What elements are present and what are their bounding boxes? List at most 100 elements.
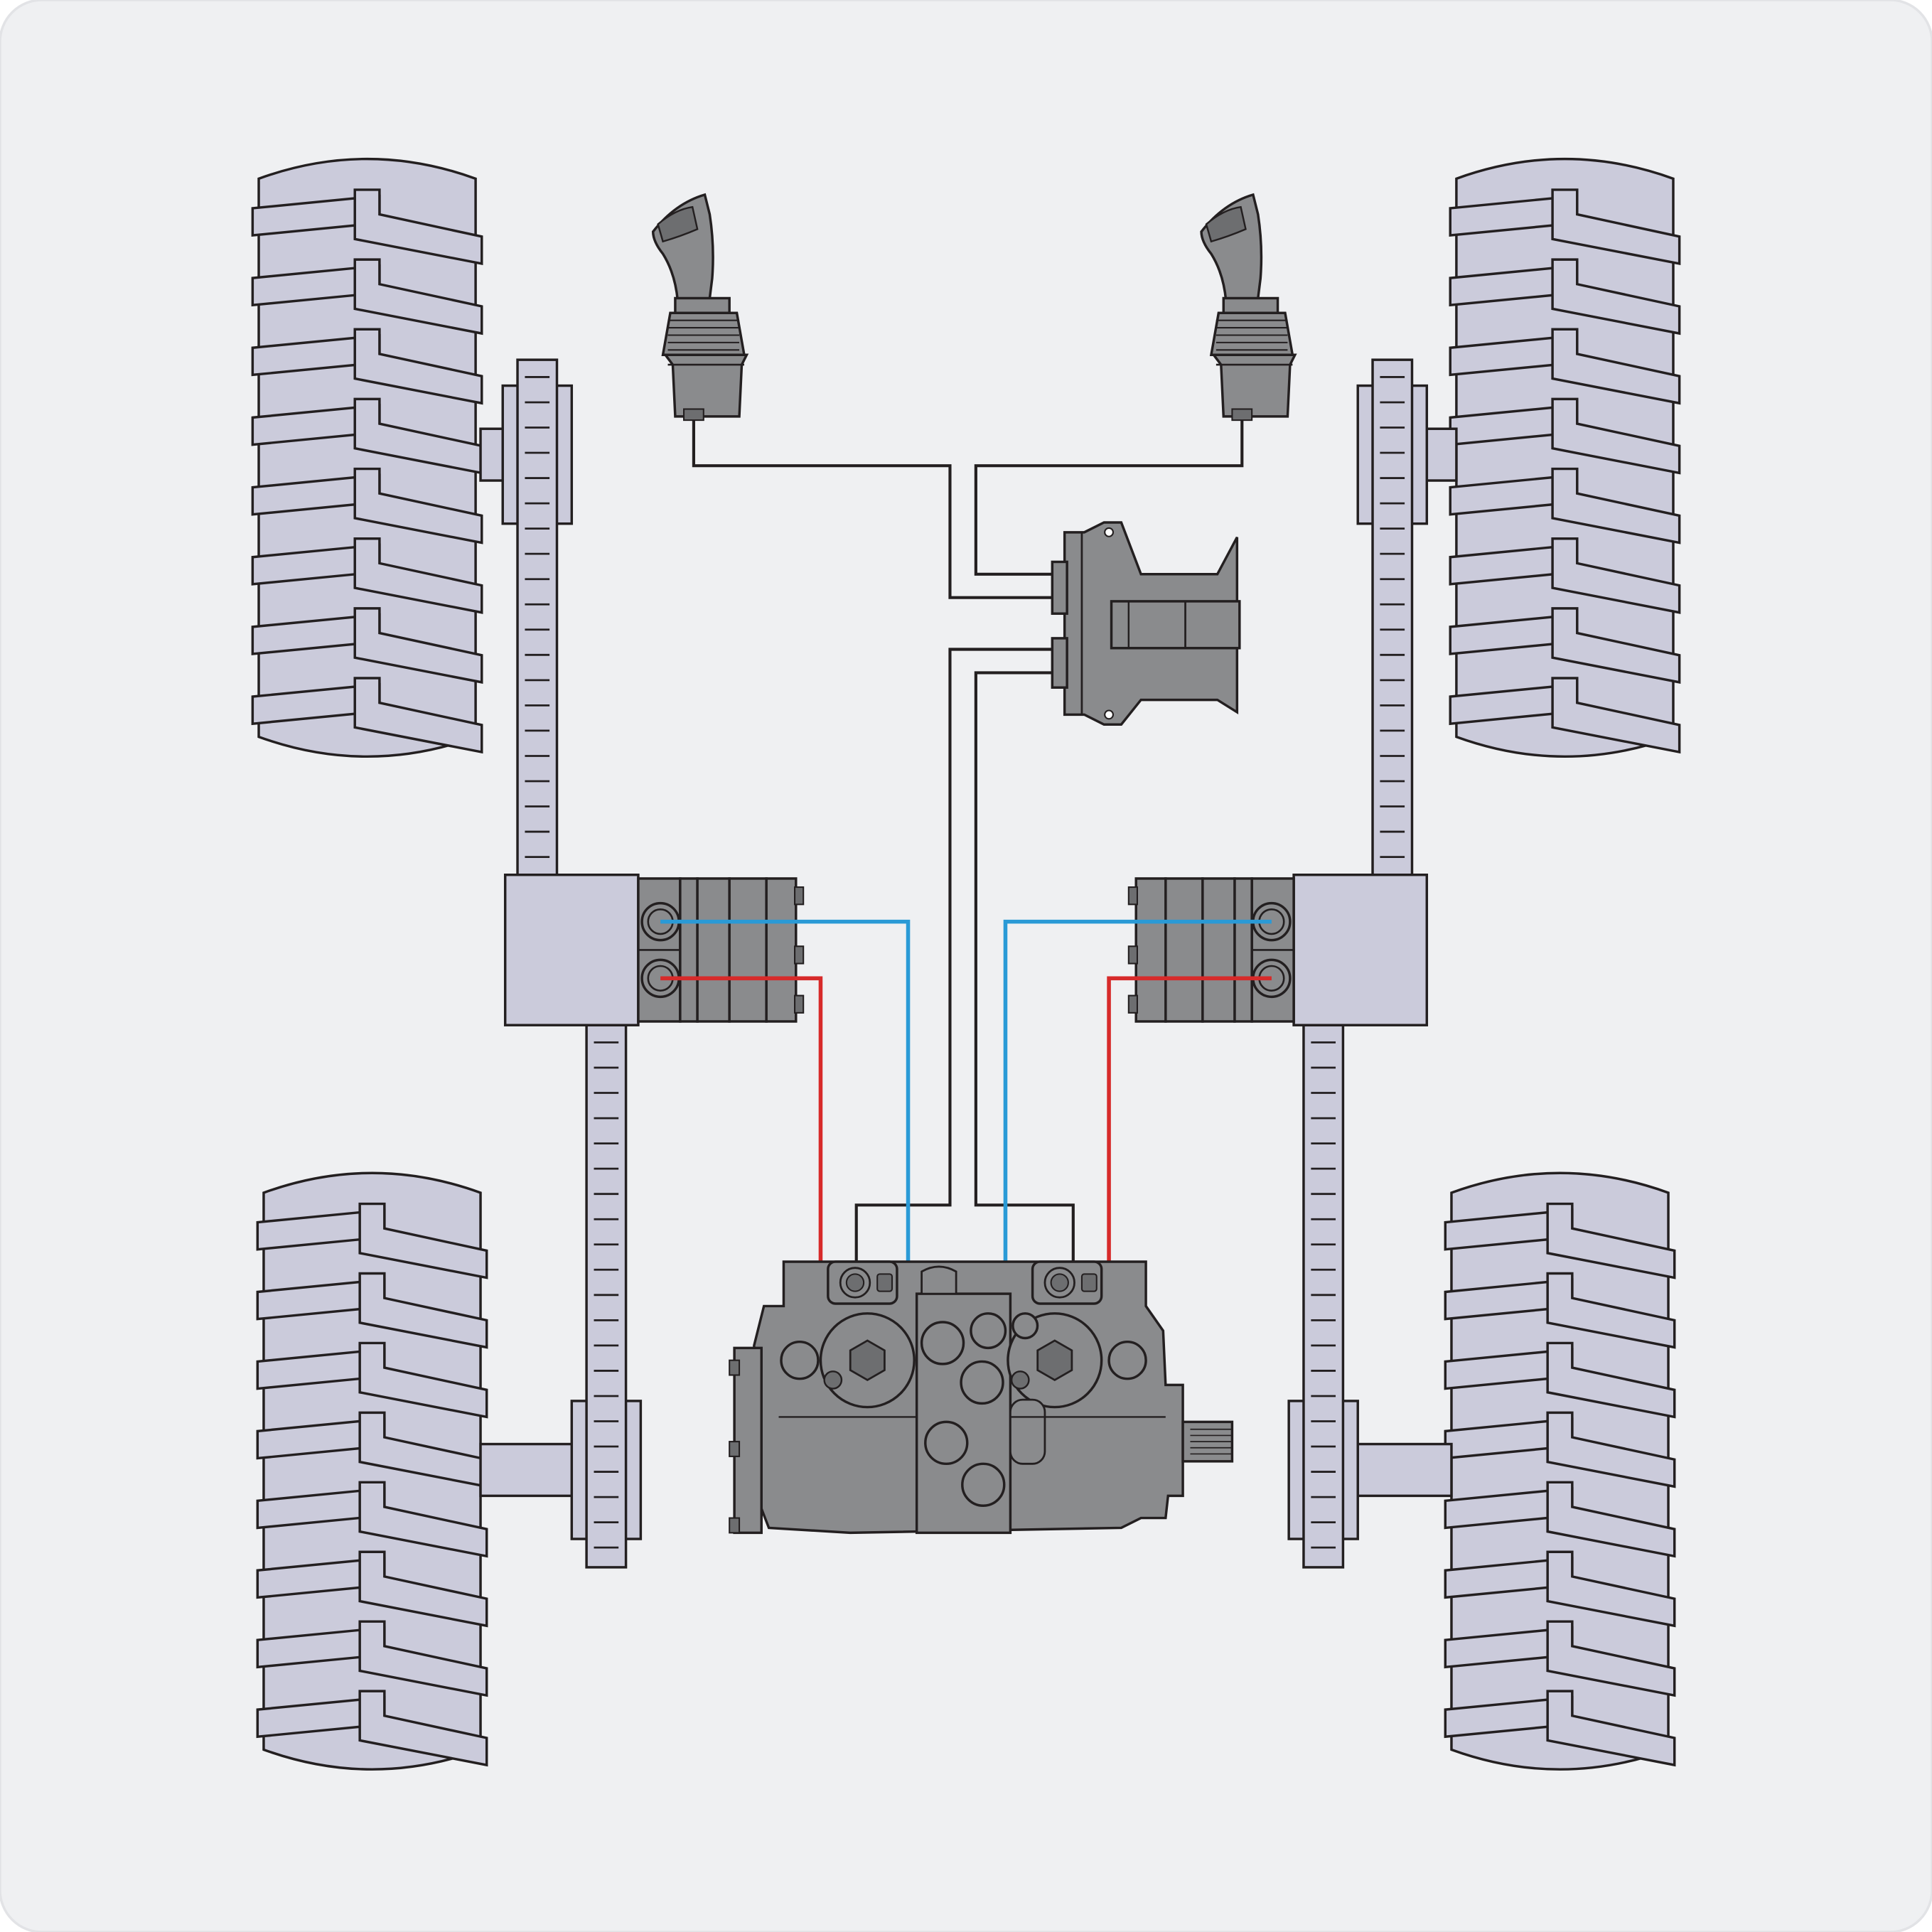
controller-connector [1051,560,1068,615]
chain-body [1371,358,1414,879]
tread-lug [1546,1202,1676,1279]
joystick-collar [1222,296,1279,315]
tread-lug [358,1272,488,1349]
joystick-right [1200,193,1297,422]
tread-lug [1546,1272,1676,1349]
pump-bolt [729,1441,741,1457]
tread-lug [358,1481,488,1558]
joystick-boot [1209,311,1294,356]
controller-connector [1051,637,1068,689]
axle-shaft [1356,1442,1453,1498]
mount-hole [1104,527,1115,537]
control-wire [974,416,1244,576]
tread-lug [353,188,483,266]
pump-port [1107,1340,1147,1380]
pump-bolt [729,1517,741,1534]
pump-boss [921,1265,957,1295]
tread-lug [1546,1341,1676,1419]
adjust-nut [849,1339,886,1382]
chain-rear-left [585,1024,628,1569]
chain-body [1302,1024,1345,1569]
motor-bolt [1127,945,1138,965]
chain-front-left [516,358,559,879]
pump-port [960,1360,1004,1405]
tread-lug [1551,188,1681,266]
drive-motor-left [503,873,805,1026]
tread-lug [1546,1690,1676,1767]
adjust-nut [1036,1339,1073,1382]
tread-lug [1551,328,1681,405]
chain-body [585,1024,628,1569]
tread-lug [353,328,483,405]
tread-lug [1551,467,1681,544]
tread-lug [1551,397,1681,475]
joysticks [651,193,1297,422]
mount-hole [1104,709,1115,720]
motor-section [728,877,768,1023]
motor-bolt [794,945,805,965]
pump-end-plate [733,1346,763,1535]
sensor-port [1010,1370,1030,1390]
motor-bolt [794,886,805,906]
motor-section [1233,877,1253,1023]
tandem-pump [729,1260,1234,1535]
solenoid-left [827,1260,898,1305]
tread-lug [358,1620,488,1697]
chain-rear-right [1302,1024,1345,1569]
pump-port [924,1420,969,1466]
chain-front-right [1371,358,1414,879]
tread-lug [1546,1550,1676,1628]
joystick-button [1205,205,1247,243]
controller-label-plate [1110,600,1241,650]
pump-port [970,1312,1007,1350]
gearbox-housing [1292,873,1429,1026]
motor-bolt [794,994,805,1014]
control-wire [974,671,1075,1262]
wheel-rear-left [256,1171,488,1771]
sensor-port [823,1370,843,1390]
motor-bolt [1127,994,1138,1014]
axle-shaft [479,1442,576,1498]
solenoid-plug [876,1273,893,1292]
control-wire [854,648,1056,1262]
joystick-connector [1231,408,1253,422]
motor-section [765,877,798,1023]
motor-section [1164,877,1204,1023]
tread-lug [358,1550,488,1628]
motor-section [1134,877,1167,1023]
pump-port [1011,1312,1039,1340]
axles [479,384,1458,1540]
drive-motors [503,873,1429,1026]
control-wires [692,416,1244,1262]
tread-lug [358,1202,488,1279]
control-wire [692,416,1056,599]
tread-lug [1551,607,1681,684]
tread-lug [1546,1411,1676,1488]
tread-lug [353,258,483,336]
pump-port [780,1340,820,1380]
joystick-left [651,193,749,422]
pump-window [1009,1398,1046,1465]
tread-lug [1551,677,1681,754]
joystick-boot [661,311,746,356]
solenoid-right [1031,1260,1103,1305]
tread-lug [353,537,483,614]
wheel-rear-right [1444,1171,1676,1771]
gearbox-housing [503,873,640,1026]
solenoid-plug [1080,1273,1098,1292]
tread-lug [1551,537,1681,614]
solenoid-core [845,1273,865,1292]
wheel-front-left [251,157,483,758]
tread-lug [1551,258,1681,336]
tread-lug [353,677,483,754]
joystick-connector [683,408,704,422]
motor-bolt [1127,886,1138,906]
tread-lug [1546,1620,1676,1697]
tread-lug [353,607,483,684]
motor-section [696,877,731,1023]
wheel-front-right [1449,157,1681,758]
joystick-collar [674,296,731,315]
chain-body [516,358,559,879]
